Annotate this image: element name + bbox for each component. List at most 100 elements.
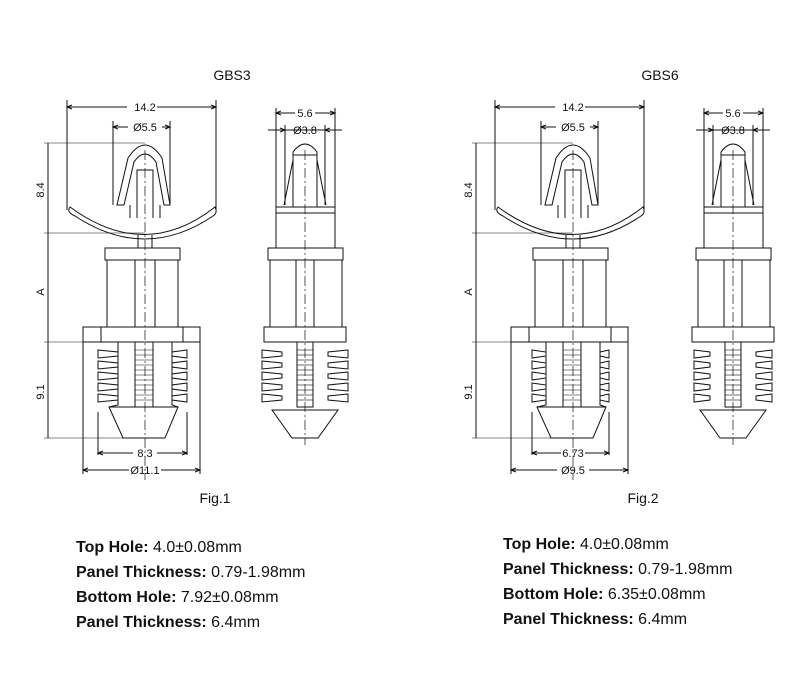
- spec-label: Top Hole:: [76, 539, 149, 556]
- fin-left: [97, 371, 119, 381]
- side-collar: [695, 247, 772, 261]
- spec-value: 4.0±0.08mm: [153, 539, 242, 556]
- dim-side-width: 5.6: [725, 108, 740, 120]
- spec-label: Panel Thickness:: [503, 611, 634, 628]
- dim-head-height: 8.4: [463, 182, 475, 197]
- dim-body-height: A: [463, 288, 475, 296]
- spec-label: Panel Thickness:: [76, 564, 207, 581]
- fin-right: [171, 349, 188, 359]
- body: [106, 259, 179, 328]
- dim-head-dia: Ø5.5: [133, 122, 157, 134]
- figure-title: GBS6: [641, 67, 679, 83]
- side-collar: [267, 247, 344, 261]
- spec-row: Bottom Hole: 6.35±0.08mm: [503, 582, 732, 607]
- fin-left: [693, 360, 711, 370]
- spec-row: Panel Thickness: 6.4mm: [76, 610, 305, 635]
- arrow: [164, 124, 172, 130]
- label-bg: [556, 120, 590, 133]
- dim-head-width: 14.2: [134, 102, 155, 114]
- figure-caption: Fig.1: [199, 490, 230, 506]
- spec-value: 6.35±0.08mm: [607, 586, 706, 603]
- dim-head-width: 14.2: [562, 102, 583, 114]
- fin-right: [327, 393, 349, 403]
- fin-right: [599, 393, 610, 403]
- fin-right: [755, 393, 773, 403]
- spec-value: 6.4mm: [211, 614, 261, 631]
- side-cone-tip: [271, 409, 339, 439]
- spec-value: 0.79-1.98mm: [638, 561, 733, 578]
- fin-right: [327, 349, 349, 359]
- side-upper-block: [275, 206, 336, 249]
- arrow: [111, 124, 119, 130]
- arrow: [194, 467, 202, 473]
- fin-right: [171, 371, 188, 381]
- dim-bottom-height: 9.1: [35, 384, 47, 399]
- arrow: [509, 467, 517, 473]
- arrow: [181, 450, 189, 456]
- wing-clip: [496, 206, 645, 240]
- spec-row: Top Hole: 4.0±0.08mm: [76, 535, 305, 560]
- fin-left: [261, 382, 283, 392]
- dim-flange-dia: Ø9.5: [561, 465, 585, 477]
- fin-left: [531, 360, 547, 370]
- fin-left: [261, 349, 283, 359]
- arrow: [702, 110, 710, 116]
- arrow: [622, 467, 630, 473]
- collar: [532, 247, 609, 261]
- body: [534, 259, 607, 328]
- side-tip: [720, 143, 746, 207]
- arrow: [65, 104, 73, 110]
- fin-right: [599, 360, 610, 370]
- fin-right: [171, 393, 188, 403]
- arrow: [493, 104, 501, 110]
- fin-left: [261, 360, 283, 370]
- side-tip: [292, 143, 318, 207]
- dim-flange-dia: Ø11.1: [130, 465, 159, 477]
- arrow: [279, 127, 331, 133]
- arrow: [539, 124, 547, 130]
- dim-bottom-height: 9.1: [463, 384, 475, 399]
- center-slot: [562, 341, 582, 408]
- spec-label: Panel Thickness:: [76, 614, 207, 631]
- fin-right: [327, 371, 349, 381]
- spec-row: Panel Thickness: 0.79-1.98mm: [76, 560, 305, 585]
- spec-row: Panel Thickness: 0.79-1.98mm: [503, 557, 732, 582]
- fin-left: [693, 382, 711, 392]
- side-body: [269, 259, 343, 328]
- dim-side-width: 5.6: [297, 108, 312, 120]
- dim-side-dia: Ø3.8: [293, 125, 317, 137]
- fin-left: [693, 349, 711, 359]
- head-prong: [544, 144, 599, 206]
- dim-side-dia: Ø3.8: [721, 125, 745, 137]
- fin-left: [261, 393, 283, 403]
- head-prong: [116, 144, 171, 206]
- fin-right: [755, 371, 773, 381]
- fin-left: [97, 393, 119, 403]
- arrow: [603, 450, 611, 456]
- spec-value: 6.4mm: [638, 611, 688, 628]
- fin-body: [108, 342, 179, 408]
- spec-value: 7.92±0.08mm: [180, 589, 279, 606]
- fin-left: [261, 371, 283, 381]
- specs-fig1: Top Hole: 4.0±0.08mm Panel Thickness: 0.…: [76, 535, 305, 635]
- fin-left: [531, 393, 547, 403]
- side-prong: [711, 159, 755, 206]
- fin-left: [97, 360, 119, 370]
- side-prong: [283, 159, 327, 206]
- label-bg: [295, 106, 315, 119]
- fin-right: [327, 382, 349, 392]
- figure-title: GBS3: [213, 67, 251, 83]
- spec-value: 4.0±0.08mm: [580, 536, 669, 553]
- spec-label: Top Hole:: [503, 536, 576, 553]
- cone-tip: [108, 406, 179, 439]
- dim-body-height: A: [35, 288, 47, 296]
- neck: [565, 235, 581, 248]
- fin-left: [693, 371, 711, 381]
- figure-caption: Fig.2: [627, 490, 658, 506]
- side-body: [697, 259, 771, 328]
- fin-body: [536, 342, 607, 408]
- fin-left: [531, 382, 547, 392]
